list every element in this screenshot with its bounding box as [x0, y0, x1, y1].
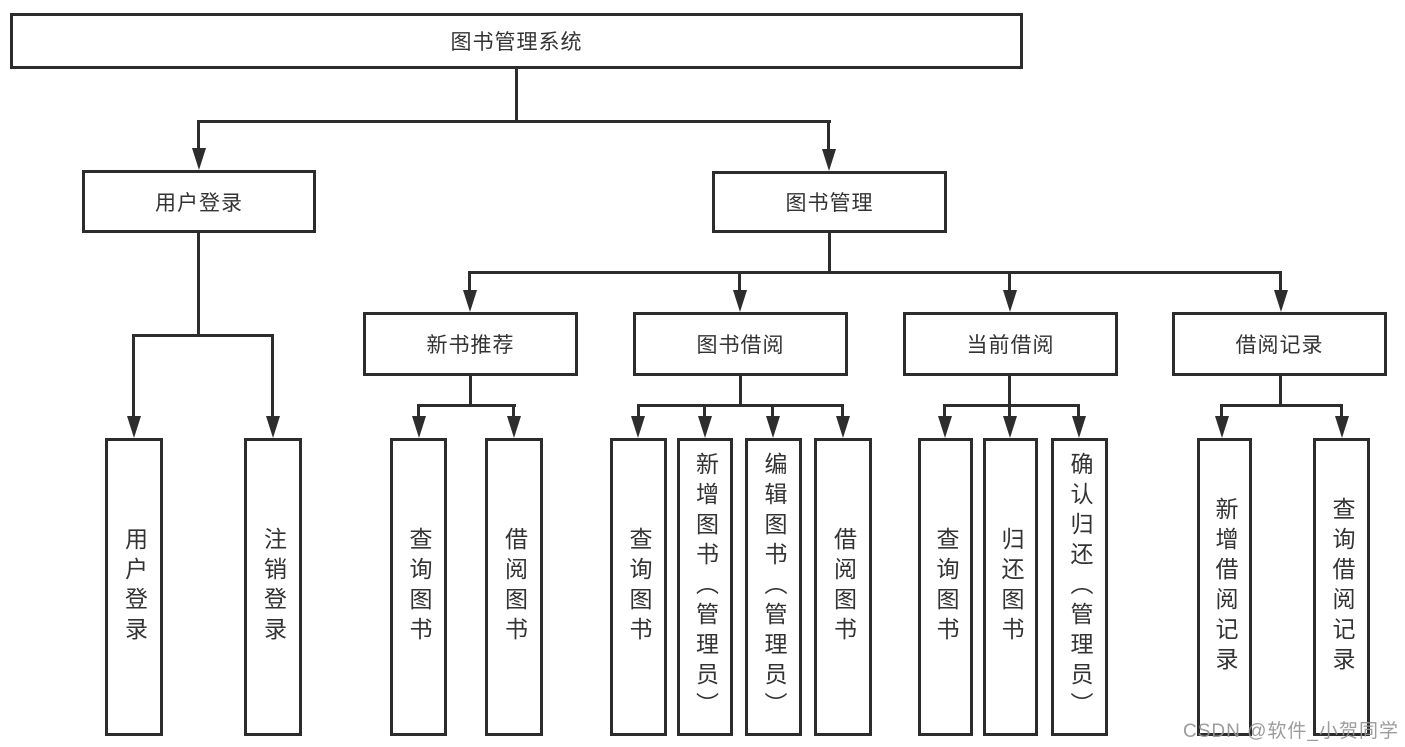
connector-line	[1340, 404, 1343, 418]
arrowhead-down-icon	[507, 416, 521, 438]
leaf-newbook-query-label: 查询图书	[406, 527, 432, 647]
leaf-logout-label: 注销登录	[260, 527, 287, 647]
node-root: 图书管理系统	[10, 13, 1023, 69]
leaf-user-login: 用户登录	[105, 438, 163, 736]
connector-line	[469, 376, 472, 407]
connector-line	[738, 271, 741, 292]
arrowhead-down-icon	[192, 148, 206, 170]
leaf-borrow-query-label: 查询图书	[626, 527, 652, 647]
node-current-borrow: 当前借阅	[903, 312, 1118, 376]
arrowhead-down-icon	[1003, 290, 1017, 312]
leaf-newbook-borrow: 借阅图书	[485, 438, 543, 736]
leaf-borrow-book-label: 借阅图书	[830, 527, 857, 647]
node-root-label: 图书管理系统	[450, 31, 583, 54]
leaf-current-confirm-return: 确认归还（管理员）	[1051, 438, 1108, 736]
arrowhead-down-icon	[698, 416, 712, 438]
leaf-current-return: 归还图书	[983, 438, 1038, 736]
connector-line	[197, 233, 200, 337]
node-book-management-label: 图书管理	[785, 192, 874, 215]
arrowhead-down-icon	[266, 416, 280, 438]
arrowhead-down-icon	[822, 149, 836, 171]
node-book-borrow: 图书借阅	[633, 312, 848, 376]
connector-line	[132, 334, 135, 418]
connector-line	[1220, 404, 1343, 407]
connector-line	[1279, 376, 1282, 407]
arrowhead-down-icon	[463, 290, 477, 312]
connector-line	[1008, 271, 1011, 292]
arrowhead-down-icon	[1215, 416, 1229, 438]
node-new-book-recommend: 新书推荐	[363, 312, 578, 376]
arrowhead-down-icon	[938, 416, 952, 438]
connector-line	[1220, 404, 1223, 418]
leaf-newbook-query: 查询图书	[390, 438, 447, 736]
leaf-record-query: 查询借阅记录	[1313, 438, 1370, 736]
connector-line	[515, 68, 518, 123]
leaf-current-query: 查询图书	[918, 438, 973, 736]
connector-line	[271, 334, 274, 418]
leaf-borrow-add-book: 新增图书（管理员）	[677, 438, 733, 736]
node-borrow-record: 借阅记录	[1172, 312, 1387, 376]
leaf-current-return-label: 归还图书	[998, 527, 1024, 647]
connector-line	[637, 404, 844, 407]
node-user-login: 用户登录	[82, 170, 316, 233]
node-book-management: 图书管理	[712, 171, 947, 233]
connector-line	[197, 120, 831, 123]
connector-line	[739, 376, 742, 407]
connector-line	[771, 404, 774, 418]
arrowhead-down-icon	[127, 416, 141, 438]
connector-line	[1279, 271, 1282, 292]
arrowhead-down-icon	[1335, 416, 1349, 438]
leaf-borrow-book: 借阅图书	[814, 438, 872, 736]
connector-line	[828, 233, 831, 274]
connector-line	[197, 120, 200, 150]
connector-line	[417, 404, 420, 418]
node-book-borrow-label: 图书借阅	[696, 334, 785, 357]
leaf-record-add-label: 新增借阅记录	[1212, 497, 1238, 677]
connector-line	[703, 404, 706, 418]
arrowhead-down-icon	[631, 416, 645, 438]
arrowhead-down-icon	[412, 416, 426, 438]
leaf-borrow-edit-book-label: 编辑图书（管理员）	[761, 452, 787, 722]
connector-line	[1008, 376, 1011, 407]
connector-line	[943, 404, 946, 418]
leaf-user-login-label: 用户登录	[121, 527, 148, 647]
node-current-borrow-label: 当前借阅	[966, 334, 1055, 357]
leaf-borrow-add-book-label: 新增图书（管理员）	[692, 452, 719, 722]
leaf-borrow-edit-book: 编辑图书（管理员）	[745, 438, 802, 736]
leaf-newbook-borrow-label: 借阅图书	[501, 527, 528, 647]
connector-line	[132, 334, 274, 337]
leaf-borrow-query: 查询图书	[610, 438, 667, 736]
leaf-logout: 注销登录	[244, 438, 302, 736]
arrowhead-down-icon	[1003, 416, 1017, 438]
connector-line	[827, 120, 830, 150]
connector-line	[417, 404, 516, 407]
node-new-book-recommend-label: 新书推荐	[426, 334, 515, 357]
arrowhead-down-icon	[1072, 416, 1086, 438]
node-user-login-label: 用户登录	[155, 191, 243, 215]
node-borrow-record-label: 借阅记录	[1235, 334, 1324, 357]
connector-line	[841, 404, 844, 418]
arrowhead-down-icon	[733, 290, 747, 312]
leaf-current-confirm-return-label: 确认归还（管理员）	[1067, 452, 1093, 722]
connector-line	[512, 404, 515, 418]
connector-line	[1077, 404, 1080, 418]
arrowhead-down-icon	[1274, 290, 1288, 312]
leaf-record-query-label: 查询借阅记录	[1329, 497, 1355, 677]
connector-line	[1008, 404, 1011, 418]
leaf-current-query-label: 查询图书	[933, 527, 959, 647]
connector-line	[943, 404, 1080, 407]
connector-line	[468, 271, 1282, 274]
arrowhead-down-icon	[836, 416, 850, 438]
watermark-text: CSDN @软件_小贺同学	[1183, 721, 1399, 742]
connector-line	[637, 404, 640, 418]
connector-line	[468, 271, 471, 292]
leaf-record-add: 新增借阅记录	[1197, 438, 1252, 736]
arrowhead-down-icon	[766, 416, 780, 438]
